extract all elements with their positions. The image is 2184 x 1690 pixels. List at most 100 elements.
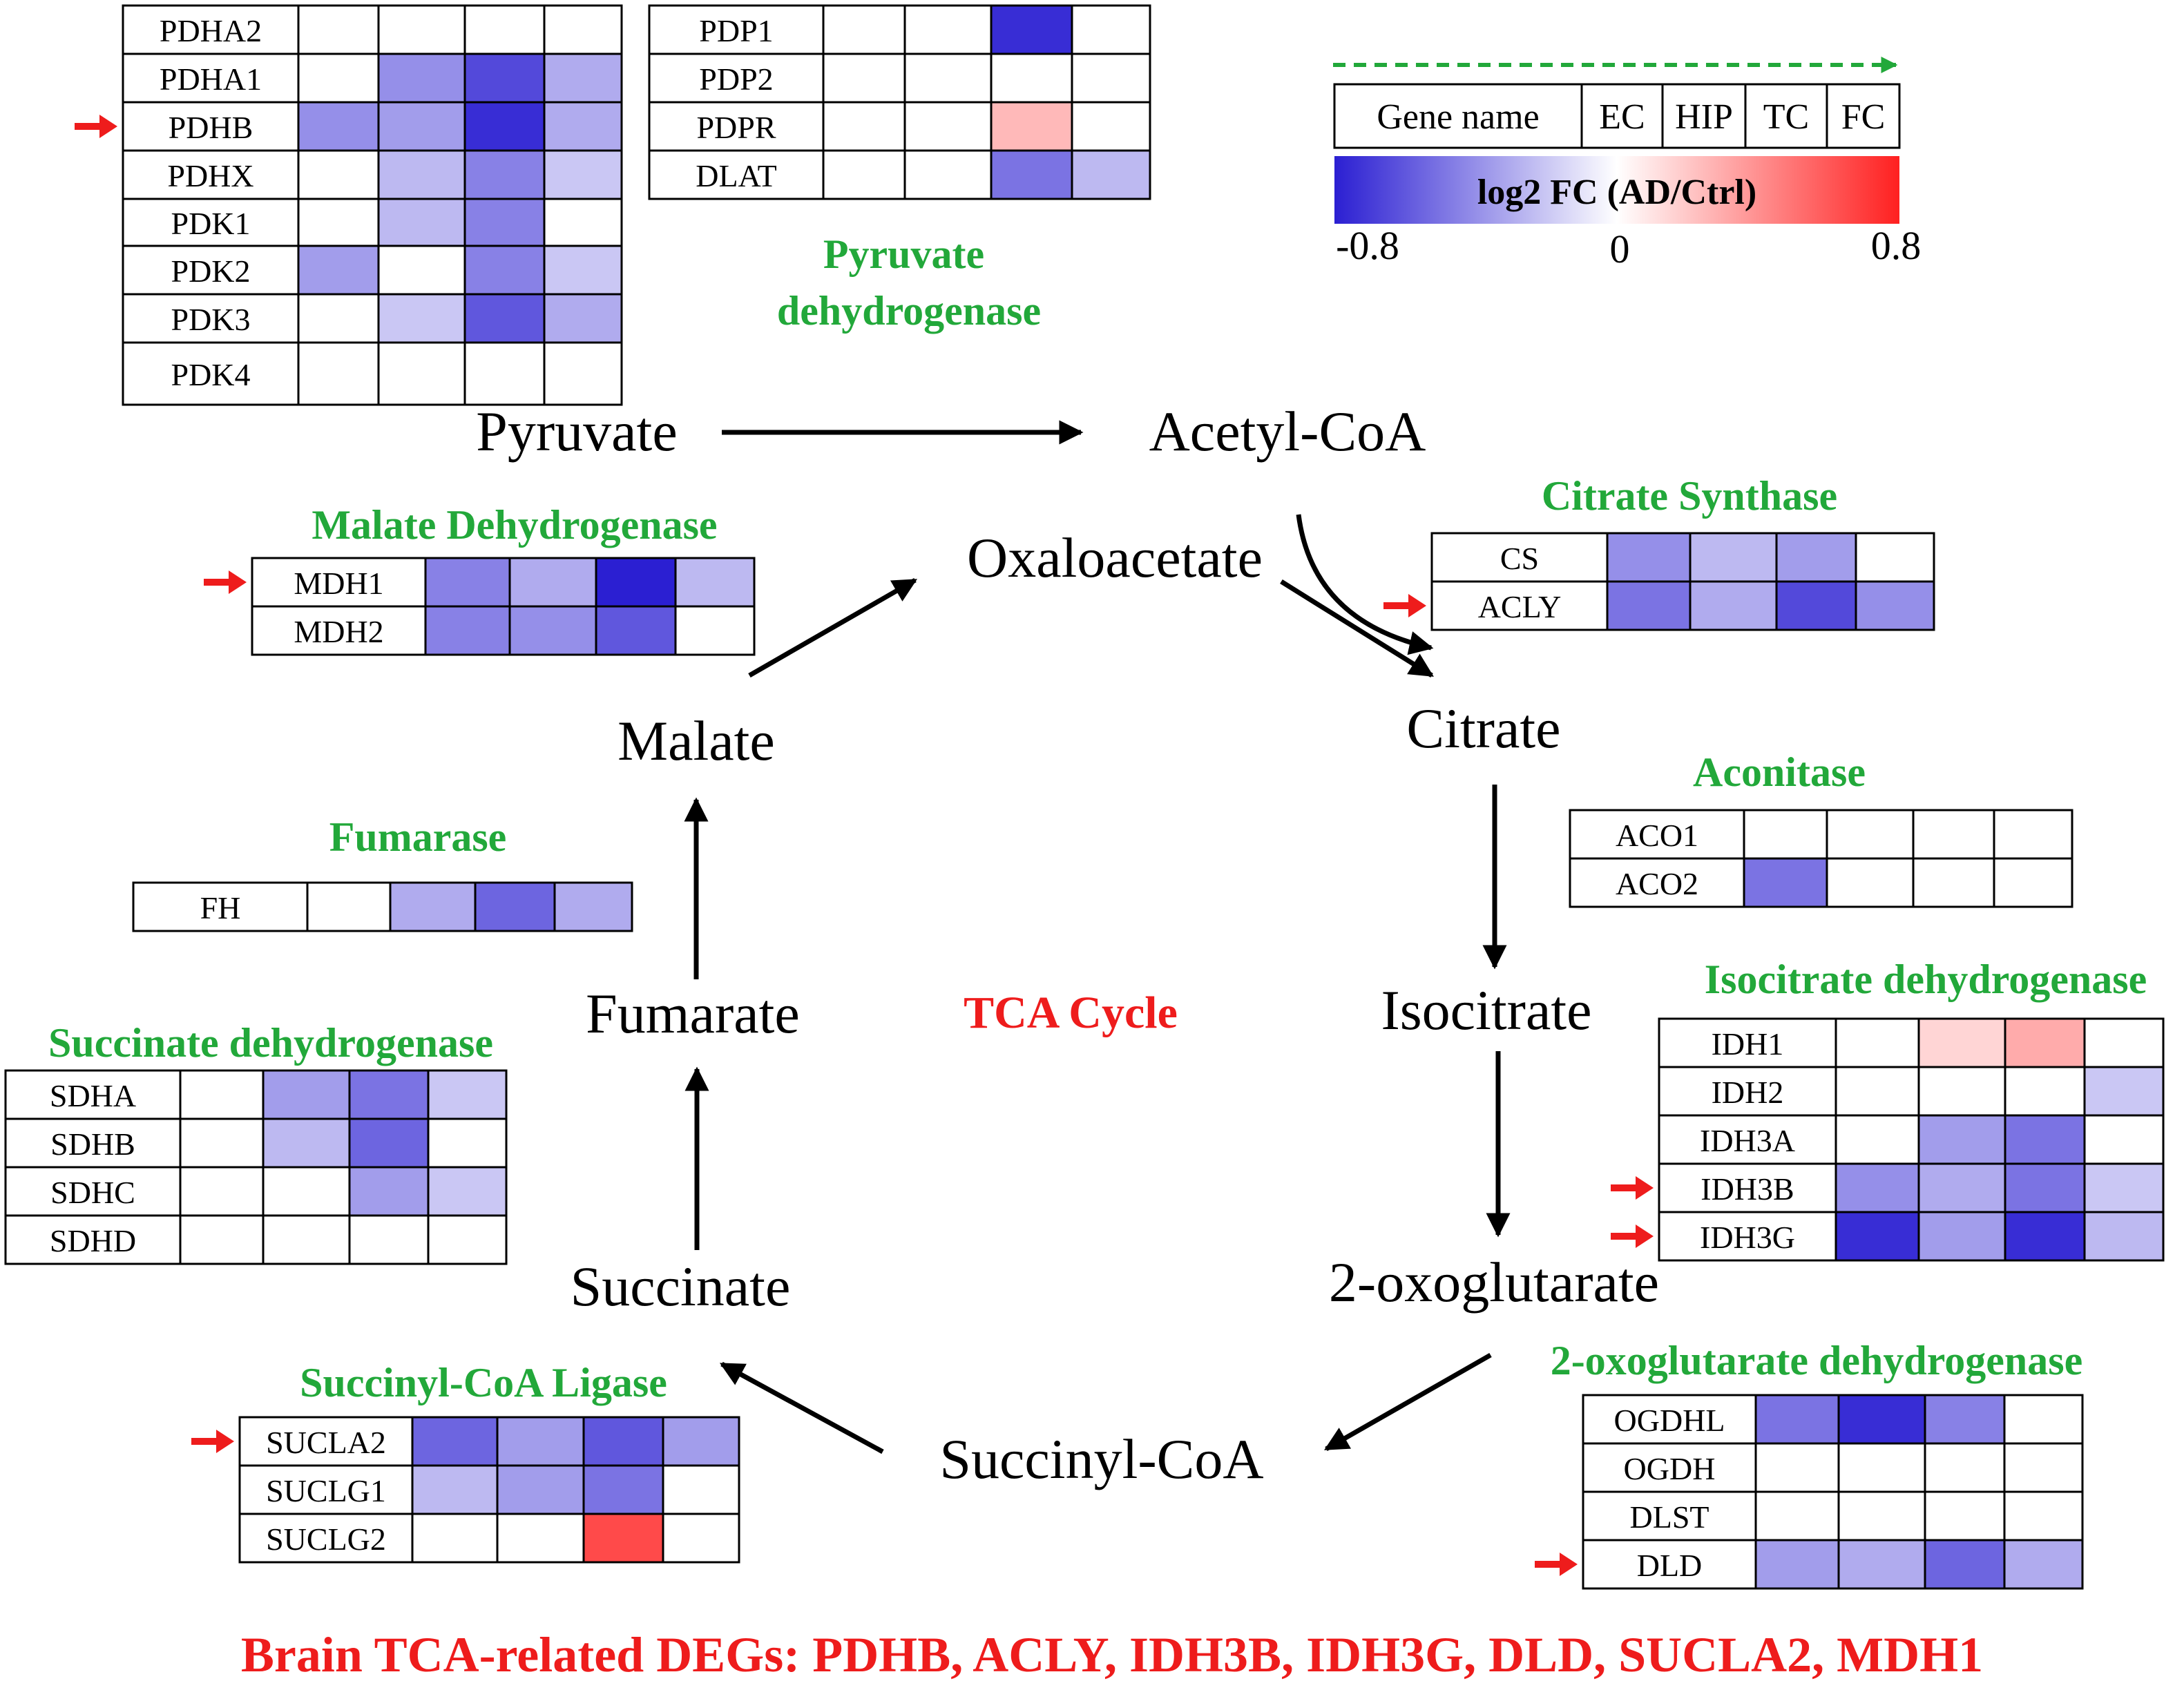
heatmap-cell-suclg2-ec bbox=[411, 1513, 499, 1564]
heatmap-cell-pdhb-tc bbox=[463, 101, 546, 152]
table-row-mdh1: MDH1 bbox=[204, 557, 756, 608]
heatmap-cell-pdha1-tc bbox=[463, 52, 546, 104]
heatmap-cell-idh3a-fc bbox=[2083, 1114, 2165, 1165]
metabolite-fumarate: Fumarate bbox=[586, 982, 800, 1045]
legend-tick-min: -0.8 bbox=[1336, 223, 1399, 268]
heatmap-cell-mdh1-fc bbox=[674, 557, 756, 608]
heatmap-cell-pdk4-fc bbox=[543, 341, 623, 406]
heatmap-cell-pdpr-hip bbox=[903, 101, 993, 152]
deg-marker-arrow-icon bbox=[1535, 1553, 1578, 1576]
heatmap-cell-sdha-tc bbox=[348, 1069, 430, 1120]
metabolite-isocitrate: Isocitrate bbox=[1381, 979, 1591, 1041]
gene-name-cell bbox=[4, 1117, 182, 1169]
gene-name-cell bbox=[1430, 532, 1609, 583]
heatmap-cell-sucla2-tc bbox=[582, 1416, 664, 1467]
gene-name-label: PDHA2 bbox=[160, 13, 262, 48]
tca-cycle-label: TCA Cycle bbox=[964, 988, 1178, 1038]
gene-name-label: PDPR bbox=[696, 110, 776, 145]
heatmap-cell-idh3a-tc bbox=[2004, 1114, 2086, 1165]
heatmap-cell-idh3b-fc bbox=[2083, 1162, 2165, 1213]
gene-name-label: SUCLG1 bbox=[266, 1473, 386, 1508]
gene-name-label: PDK3 bbox=[171, 302, 250, 337]
heatmap-cell-dlst-tc bbox=[1924, 1490, 2006, 1542]
heatmap-cell-aco2-ec bbox=[1743, 857, 1828, 908]
gene-name-label: PDK1 bbox=[171, 206, 250, 241]
gene-name-label: FH bbox=[200, 890, 241, 925]
table-row-suclg1: SUCLG1 bbox=[238, 1464, 740, 1515]
table-row-dld: DLD bbox=[1535, 1539, 2084, 1590]
gene-name-label: ACLY bbox=[1478, 589, 1562, 624]
table-row-mdh2: MDH2 bbox=[251, 605, 756, 656]
heatmap-cell-sucla2-ec bbox=[411, 1416, 499, 1467]
heatmap-cell-pdk3-tc bbox=[463, 293, 546, 344]
heatmap-cell-sdha-fc bbox=[427, 1069, 508, 1120]
metabolite-malate: Malate bbox=[617, 709, 775, 772]
gene-name-cell bbox=[251, 605, 427, 656]
legend-header-label-hip: HIP bbox=[1675, 97, 1733, 137]
heatmap-cell-sdha-hip bbox=[262, 1069, 351, 1120]
heatmap-cell-pdhb-fc bbox=[543, 101, 623, 152]
gene-name-label: PDHX bbox=[167, 158, 253, 193]
gene-name-cell bbox=[1658, 1114, 1837, 1165]
table-row-idh3g: IDH3G bbox=[1611, 1211, 2165, 1262]
title-succinate-dehydrogenase: Succinate dehydrogenase bbox=[48, 1020, 493, 1066]
gene-name-label: SDHC bbox=[50, 1175, 135, 1210]
table-row-ogdh: OGDH bbox=[1582, 1442, 2084, 1493]
gene-name-label: OGDHL bbox=[1614, 1403, 1725, 1438]
gene-name-cell bbox=[648, 52, 825, 104]
table-row-idh3b: IDH3B bbox=[1611, 1162, 2165, 1213]
table-row-suclg2: SUCLG2 bbox=[238, 1513, 740, 1564]
gene-name-label: PDHB bbox=[169, 110, 253, 145]
heatmap-cell-dlst-ec bbox=[1754, 1490, 1840, 1542]
metabolite-succinyl-coa: Succinyl-CoA bbox=[939, 1428, 1263, 1490]
table-row-acly: ACLY bbox=[1383, 580, 1935, 631]
heatmap-cell-pdha2-tc bbox=[463, 4, 546, 55]
deg-marker-arrow-icon bbox=[191, 1430, 234, 1453]
table-row-fh: FH bbox=[132, 881, 633, 932]
heatmap-cell-pdk1-hip bbox=[377, 198, 466, 247]
gene-name-cell bbox=[238, 1513, 414, 1564]
heatmap-cell-idh1-ec bbox=[1835, 1017, 1920, 1068]
gene-name-label: CS bbox=[1500, 541, 1539, 576]
heatmap-cell-idh1-tc bbox=[2004, 1017, 2086, 1068]
heatmap-cell-sdhc-tc bbox=[348, 1166, 430, 1217]
gene-name-cell bbox=[648, 149, 825, 200]
gene-name-label: OGDH bbox=[1624, 1451, 1716, 1486]
heatmap-cell-cs-fc bbox=[1855, 532, 1935, 583]
heatmap-cell-pdk1-fc bbox=[543, 198, 623, 247]
heatmap-cell-sdhb-hip bbox=[262, 1117, 351, 1169]
heatmap-cell-pdhb-hip bbox=[377, 101, 466, 152]
heatmap-cell-sdhc-fc bbox=[427, 1166, 508, 1217]
heatmap-cell-dld-hip bbox=[1837, 1539, 1926, 1590]
title-succinyl-coa-ligase: Succinyl-CoA Ligase bbox=[300, 1360, 667, 1405]
heatmap-cell-ogdh-tc bbox=[1924, 1442, 2006, 1493]
heatmap-cell-sdhc-ec bbox=[179, 1166, 265, 1217]
gene-name-label: SDHA bbox=[50, 1078, 136, 1113]
heatmap-cell-idh3g-ec bbox=[1835, 1211, 1920, 1262]
heatmap-cell-mdh2-hip bbox=[508, 605, 597, 656]
heatmap-cell-aco2-fc bbox=[1993, 857, 2073, 908]
arrow-acetyl-coa-to-citrate bbox=[1296, 514, 1434, 655]
heatmap-cell-sdhb-fc bbox=[427, 1117, 508, 1169]
gene-name-label: ACO1 bbox=[1616, 818, 1698, 853]
heatmap-cell-ogdhl-hip bbox=[1837, 1394, 1926, 1445]
gene-name-cell bbox=[1582, 1539, 1757, 1590]
gene-name-cell bbox=[4, 1069, 182, 1120]
table-row-pdha2: PDHA2 bbox=[122, 4, 623, 55]
heatmap-cell-dlst-fc bbox=[2003, 1490, 2084, 1542]
heatmap-cell-idh3a-ec bbox=[1835, 1114, 1920, 1165]
heatmap-cell-aco2-hip bbox=[1826, 857, 1915, 908]
heatmap-cell-pdk3-hip bbox=[377, 293, 466, 344]
heatmap-cell-dld-fc bbox=[2003, 1539, 2084, 1590]
table-row-sucla2: SUCLA2 bbox=[191, 1416, 740, 1467]
enzyme-table-fumarase: FH bbox=[132, 881, 633, 932]
gene-name-label: PDK2 bbox=[171, 253, 250, 289]
table-row-sdhd: SDHD bbox=[4, 1214, 508, 1265]
legend-header-label-ec: EC bbox=[1599, 97, 1645, 137]
gene-name-cell bbox=[1569, 857, 1745, 908]
title-isocitrate-dehydrogenase: Isocitrate dehydrogenase bbox=[1705, 957, 2147, 1002]
table-row-pdk4: PDK4 bbox=[122, 341, 623, 406]
